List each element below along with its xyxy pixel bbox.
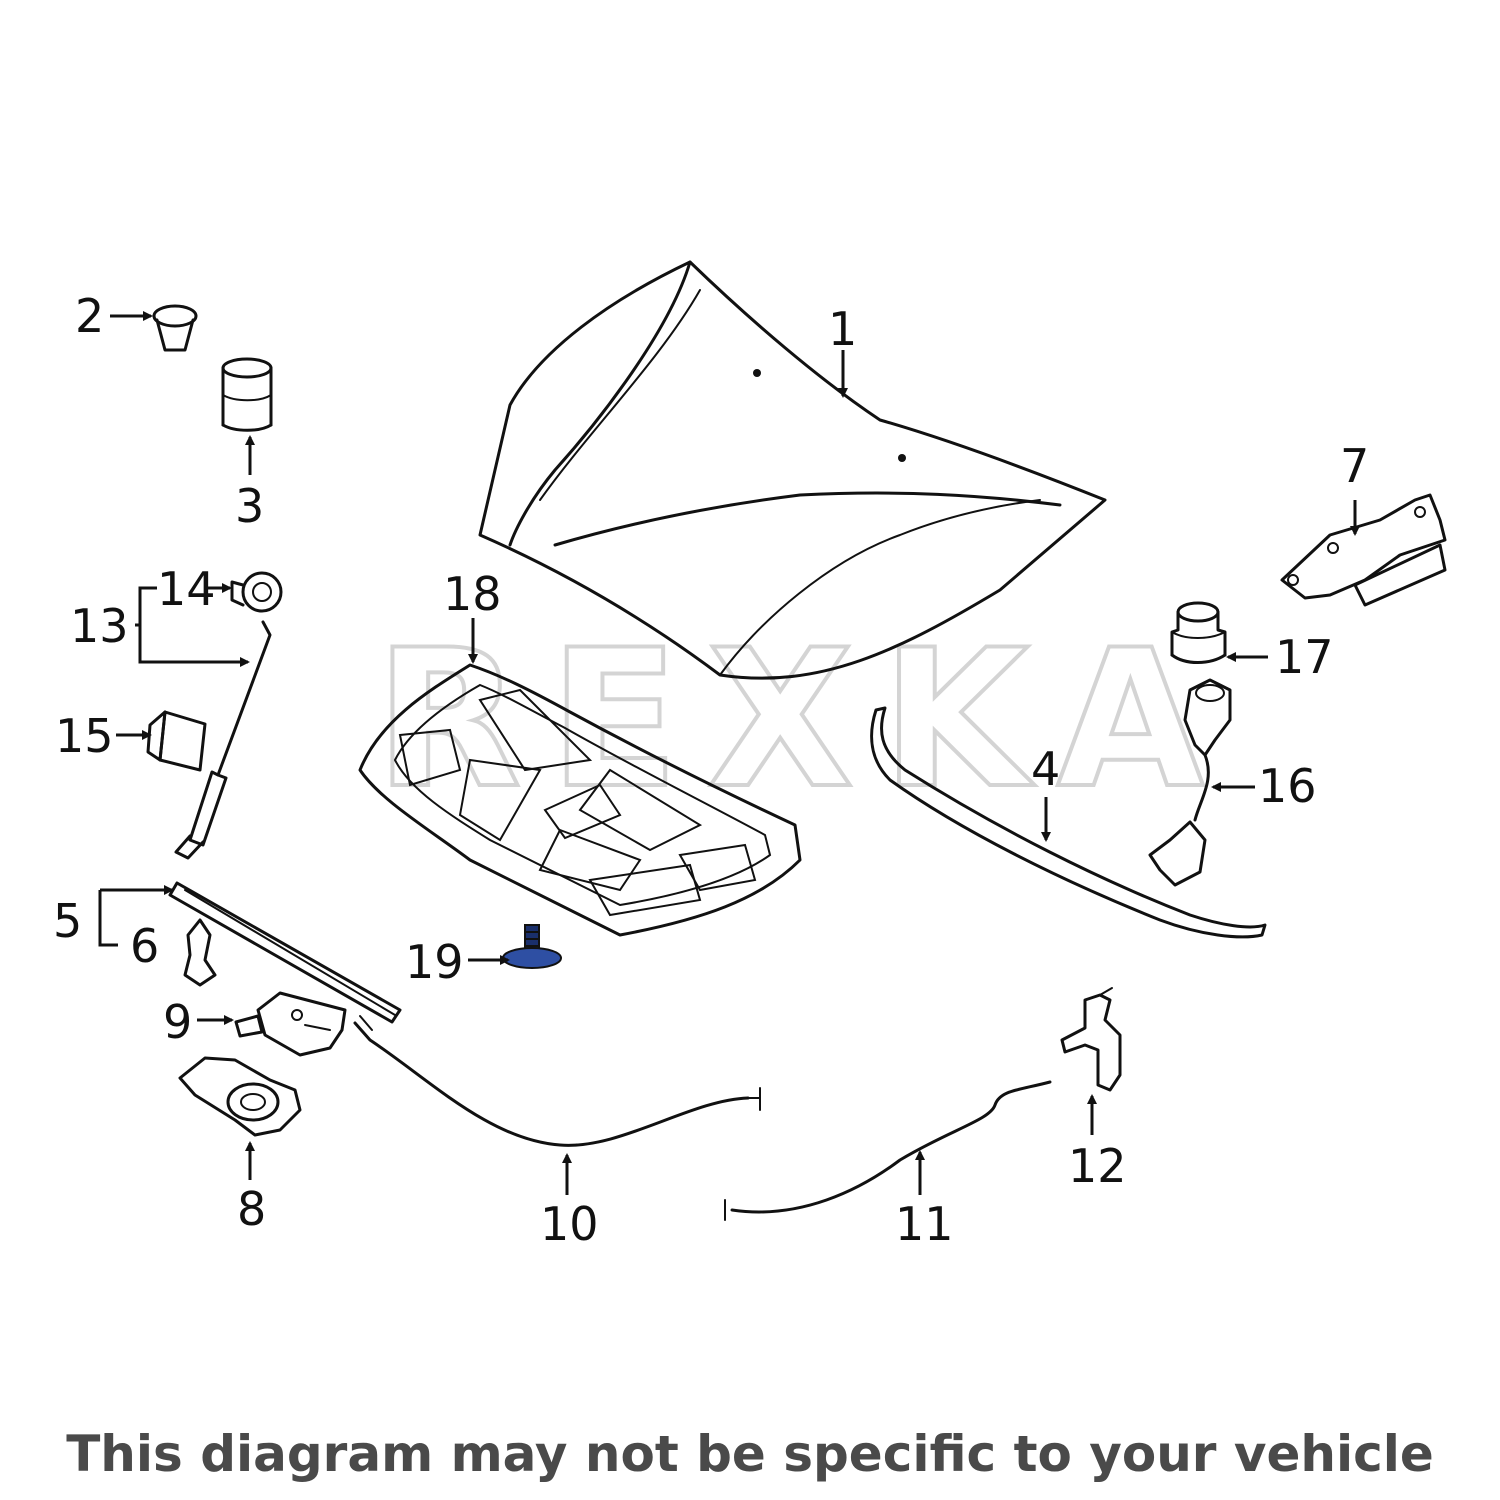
callout-19: 19 [405, 935, 464, 989]
leader-lines [98, 311, 1360, 1195]
callout-8: 8 [237, 1182, 266, 1236]
callout-1: 1 [828, 302, 857, 356]
callout-6: 6 [130, 919, 159, 973]
release-handle-cable [724, 1080, 1052, 1221]
bolt-washer-highlight [502, 947, 562, 969]
callout-9: 9 [163, 995, 192, 1049]
front-hood-seal [870, 706, 1267, 939]
callout-18: 18 [443, 567, 502, 621]
callout-3: 3 [235, 479, 264, 533]
callout-17: 17 [1275, 630, 1334, 684]
warning-label-part [146, 710, 207, 772]
hood-insulator [358, 663, 802, 937]
hood-panel [478, 260, 1107, 680]
watermark: REXKA [375, 609, 1232, 830]
hood-strut [174, 620, 272, 860]
latch-assembly [178, 991, 347, 1137]
callout-16: 16 [1258, 759, 1317, 813]
callout-5: 5 [53, 894, 82, 948]
callout-2: 2 [75, 289, 104, 343]
plug-part [152, 304, 198, 352]
release-cable [353, 1015, 761, 1147]
bolt-part [502, 924, 562, 969]
seal-clip [183, 918, 217, 987]
callout-14: 14 [157, 562, 216, 616]
hood-hinge [1280, 493, 1447, 607]
callout-4: 4 [1031, 742, 1060, 796]
bumper-stop [221, 357, 273, 432]
callout-12: 12 [1068, 1139, 1127, 1193]
grommet-part [230, 571, 283, 613]
callout-15: 15 [55, 709, 114, 763]
callout-10: 10 [540, 1197, 599, 1251]
callout-11: 11 [895, 1197, 954, 1251]
hood-switch-harness [1148, 678, 1232, 887]
callout-7: 7 [1340, 439, 1369, 493]
disclaimer-text: This diagram may not be specific to your… [66, 1425, 1434, 1483]
hood-seal-strip [168, 881, 402, 1024]
hood-bumper [1170, 601, 1227, 664]
callout-numbers: 1 2 3 4 5 6 7 8 9 10 11 12 13 14 15 16 1… [53, 289, 1369, 1251]
callout-13: 13 [70, 599, 129, 653]
release-handle [1060, 987, 1122, 1092]
